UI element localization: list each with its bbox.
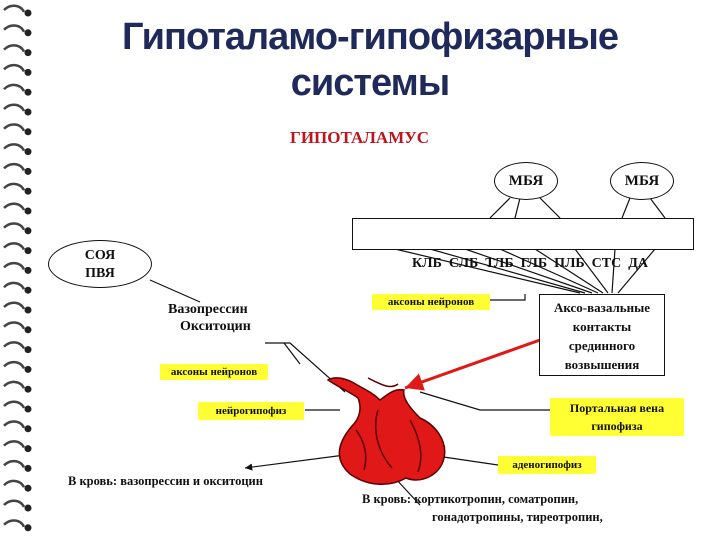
nuclei-box: КЛБ СЛБ ТЛБ ГЛБ ПЛБ СТС ДА	[352, 218, 694, 271]
binding-ring	[3, 261, 26, 271]
mbya-right-node: МБЯ	[610, 162, 674, 200]
binding-hole	[24, 306, 32, 314]
binding-hole	[24, 266, 32, 274]
binding-hole	[24, 286, 32, 294]
axons-left-label: аксоны нейронов	[160, 364, 268, 380]
binding-hole	[24, 484, 32, 492]
binding-hole	[24, 148, 32, 156]
binding-hole	[24, 326, 32, 334]
binding-ring	[3, 301, 26, 310]
soya-label: СОЯ	[84, 248, 116, 263]
binding-ring	[3, 400, 26, 409]
binding-ring	[3, 63, 26, 73]
portal-line-1: Портальная вена	[569, 401, 665, 415]
binding-hole	[24, 68, 32, 76]
binding-hole	[24, 207, 32, 215]
mbya-left-label: МБЯ	[508, 173, 544, 189]
binding-hole	[24, 464, 32, 472]
vasopressin-label: Вазопрессин	[168, 302, 248, 317]
neurohypophysis-label: нейрогипофиз	[198, 402, 304, 420]
binding-hole	[24, 49, 32, 57]
binding-ring	[3, 24, 26, 33]
binding-hole	[24, 247, 32, 255]
binding-ring	[3, 182, 26, 191]
title-line-1: Гипоталамо-гипофизарные	[122, 16, 619, 58]
axovasal-line-3: срединного	[568, 338, 636, 353]
binding-ring	[3, 459, 26, 469]
portal-vein-box: Портальная вена гипофиза	[550, 398, 684, 436]
binding-hole	[24, 227, 32, 235]
binding-ring	[3, 479, 26, 488]
binding-ring	[3, 440, 26, 449]
soya-pvya-node: СОЯ ПВЯ	[48, 240, 152, 288]
binding-hole	[24, 187, 32, 195]
binding-ring	[3, 519, 26, 528]
binding-ring	[3, 242, 26, 251]
binding-ring	[3, 222, 26, 231]
pvya-label: ПВЯ	[85, 266, 115, 281]
binding-hole	[24, 29, 32, 37]
binding-ring	[3, 103, 26, 112]
binding-ring	[3, 360, 26, 370]
axovasal-line-1: Аксо-вазальные	[553, 300, 651, 315]
binding-hole	[24, 108, 32, 116]
binding-ring	[3, 123, 26, 132]
binding-ring	[3, 420, 26, 429]
binding-ring	[3, 321, 26, 330]
hypothalamus-label: ГИПОТАЛАМУС	[290, 128, 429, 147]
blood-left-label: В кровь: вазопрессин и окситоцин	[68, 474, 263, 488]
binding-ring	[3, 499, 26, 508]
binding-hole	[24, 524, 32, 532]
axons-top-label: аксоны нейронов	[372, 294, 490, 310]
axovasal-line-4: возвышения	[564, 357, 640, 372]
binding-ring	[3, 4, 26, 13]
binding-ring	[3, 143, 26, 152]
binding-ring	[3, 281, 26, 290]
binding-hole	[24, 9, 32, 17]
title-line-2: системы	[290, 62, 450, 104]
mbya-right-label: МБЯ	[624, 173, 660, 189]
axovasal-box: Аксо-вазальные контакты срединного возвы…	[539, 294, 665, 376]
binding-ring	[3, 44, 26, 53]
blood-right-line-2: гонадотропины, тиреотропин,	[432, 510, 603, 524]
binding-hole	[24, 405, 32, 413]
binding-hole	[24, 128, 32, 136]
notebook-binding	[3, 4, 32, 532]
mbya-left-node: МБЯ	[494, 162, 558, 200]
binding-hole	[24, 88, 32, 96]
binding-hole	[24, 365, 32, 373]
slide-title: Гипоталамо-гипофизарные системы	[60, 14, 680, 106]
binding-hole	[24, 385, 32, 393]
binding-hole	[24, 425, 32, 433]
axovasal-line-2: контакты	[572, 319, 632, 334]
binding-hole	[24, 445, 32, 453]
binding-hole	[24, 346, 32, 354]
binding-ring	[3, 341, 26, 350]
binding-ring	[3, 202, 26, 211]
binding-ring	[3, 162, 26, 172]
binding-ring	[3, 380, 26, 389]
portal-line-2: гипофиза	[591, 419, 643, 433]
oxytocin-label: Окситоцин	[180, 319, 251, 334]
blood-right-line-1: В кровь: кортикотропин, соматропин,	[362, 492, 579, 506]
nuclei-label: КЛБ СЛБ ТЛБ ГЛБ ПЛБ СТС ДА	[412, 256, 648, 271]
binding-hole	[24, 167, 32, 175]
binding-ring	[3, 83, 26, 92]
adenohypophysis-label: аденогипофиз	[498, 456, 596, 474]
binding-hole	[24, 504, 32, 512]
